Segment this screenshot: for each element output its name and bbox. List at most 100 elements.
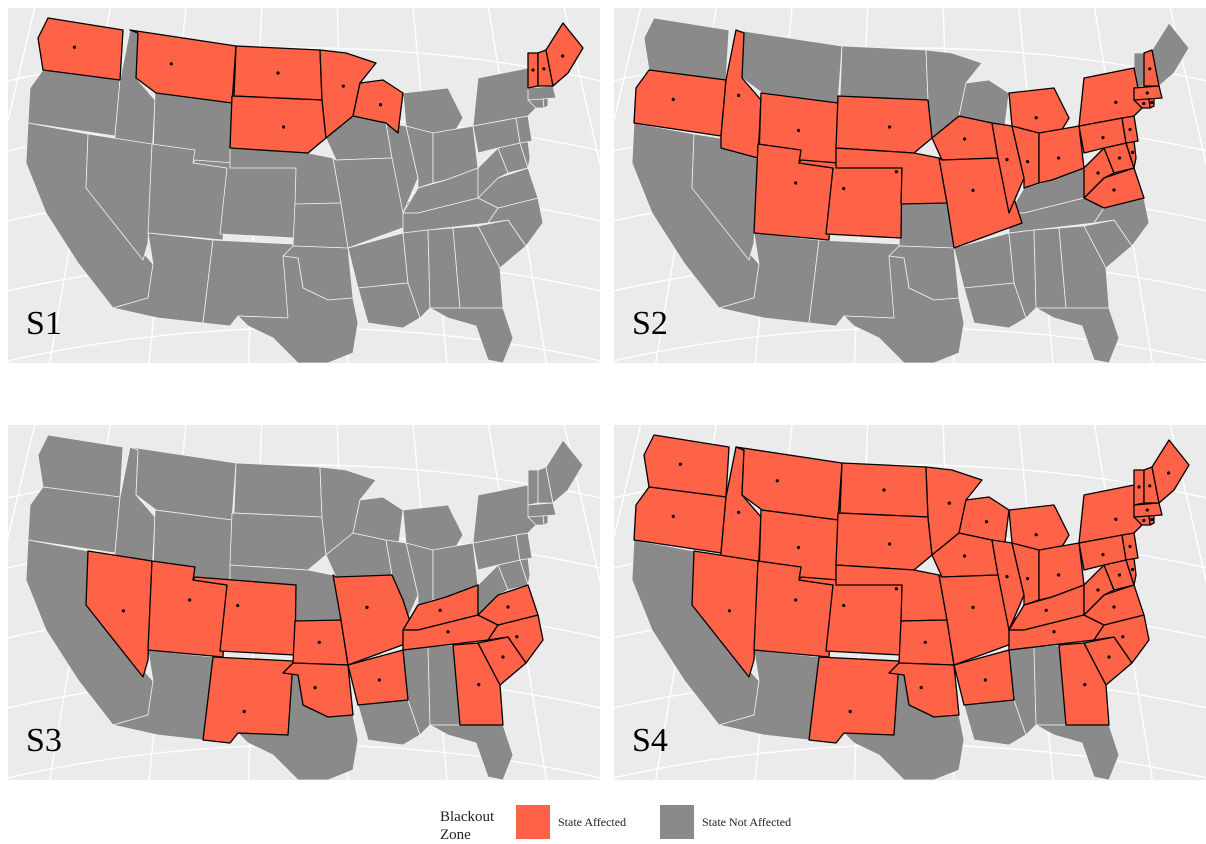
state-me — [1151, 439, 1190, 504]
state-fl — [429, 307, 514, 363]
state-me — [545, 439, 584, 504]
centroid-dot — [671, 514, 675, 518]
centroid-dot — [121, 609, 125, 613]
centroid-dot — [365, 605, 369, 609]
legend-swatch-not-affected — [660, 805, 694, 839]
centroid-dot — [888, 125, 892, 129]
state-wv — [477, 147, 509, 199]
map-panel-s3: S3 — [8, 425, 600, 780]
centroid-dot — [671, 97, 675, 101]
state-sd — [229, 512, 327, 571]
centroid-dot — [842, 603, 846, 608]
legend-item-affected: State Affected — [516, 802, 626, 842]
centroid-dot — [1026, 577, 1030, 581]
state-me — [545, 22, 584, 87]
state-nd — [839, 45, 929, 101]
centroid-dot — [341, 84, 345, 88]
state-va — [477, 584, 539, 626]
centroid-dot — [842, 186, 846, 191]
state-sd — [229, 95, 327, 154]
centroid-dot — [1026, 160, 1030, 164]
centroid-dot — [515, 635, 519, 639]
state-nv — [691, 550, 759, 678]
state-ma — [527, 85, 557, 101]
centroid-dot — [894, 587, 898, 591]
state-co — [192, 576, 297, 656]
centroid-dot — [775, 479, 779, 483]
centroid-dot — [727, 609, 731, 613]
state-la — [357, 282, 421, 329]
legend-label: State Not Affected — [702, 814, 792, 829]
centroid-dot — [313, 686, 317, 690]
state-ma — [527, 502, 557, 518]
state-ks — [898, 202, 955, 249]
centroid-dot — [678, 462, 682, 466]
centroid-dot — [276, 71, 280, 75]
us-map — [614, 425, 1206, 780]
centroid-dot — [242, 709, 246, 714]
graticule-line — [614, 425, 642, 541]
centroid-dot — [1005, 575, 1009, 579]
state-fl — [1035, 724, 1120, 780]
state-nm — [808, 239, 900, 327]
centroid-dot — [1142, 101, 1146, 106]
centroid-dot — [531, 68, 535, 72]
state-vt — [527, 469, 539, 506]
state-nm — [202, 239, 294, 327]
centroid-dot — [1167, 471, 1171, 475]
state-oh — [1038, 125, 1085, 184]
centroid-dot — [1128, 127, 1132, 132]
state-ok — [888, 662, 960, 718]
graticule-line — [8, 425, 36, 541]
state-ga — [1058, 225, 1110, 309]
state-sd — [835, 95, 933, 154]
graticule-line — [8, 8, 36, 124]
centroid-dot — [1101, 553, 1105, 557]
centroid-dot — [1137, 485, 1141, 489]
map-panel-s1: S1 — [8, 8, 600, 363]
centroid-dot — [1150, 517, 1154, 522]
centroid-dot — [1128, 544, 1132, 549]
state-nv — [85, 550, 153, 678]
state-ne — [835, 147, 948, 205]
state-centroids — [671, 67, 1154, 192]
centroid-dot — [378, 103, 383, 107]
state-ri — [542, 514, 549, 526]
graticule-line — [614, 8, 642, 124]
graticule-line — [563, 425, 600, 584]
centroid-dot — [963, 137, 967, 141]
states — [631, 17, 1190, 363]
centroid-dot — [282, 125, 286, 129]
state-nm — [808, 656, 900, 744]
centroid-dot — [1114, 517, 1118, 521]
centroid-dot — [561, 54, 565, 58]
centroid-dot — [506, 605, 510, 609]
states — [25, 29, 557, 363]
state-ar — [953, 649, 1015, 706]
affected-states — [633, 434, 1190, 744]
state-or — [27, 486, 121, 554]
legend: Blackout Zone State Affected State Not A… — [440, 800, 820, 844]
centroid-dot — [1096, 171, 1100, 175]
state-ri — [542, 97, 549, 109]
panel-label: S4 — [632, 722, 668, 759]
state-nv — [85, 133, 153, 261]
panel-label: S3 — [26, 722, 62, 759]
centroid-dot — [1096, 588, 1100, 592]
map-panel-s2: S2 — [614, 8, 1206, 363]
centroid-dot — [72, 45, 76, 49]
state-il — [385, 122, 419, 214]
state-centroids — [72, 45, 565, 129]
graticule-line — [1169, 8, 1206, 167]
centroid-dot — [919, 686, 923, 690]
centroid-dot — [1117, 573, 1122, 577]
legend-title: Blackout Zone — [440, 809, 495, 843]
centroid-dot — [1130, 567, 1135, 572]
centroid-dot — [963, 554, 967, 558]
state-nd — [233, 462, 323, 518]
centroid-dot — [1005, 158, 1009, 162]
panel-label: S2 — [632, 305, 668, 342]
state-wi — [352, 79, 404, 134]
state-ks — [292, 202, 349, 249]
centroid-dot — [1145, 91, 1149, 95]
